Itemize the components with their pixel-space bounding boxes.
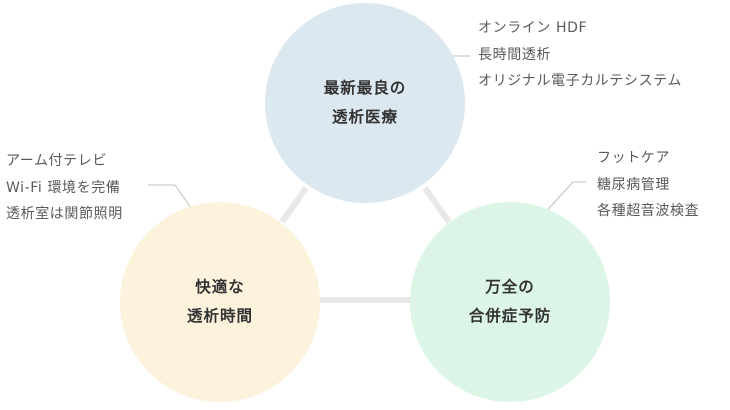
top-features-list: オンライン HDF 長時間透析 オリジナル電子カルテシステム: [478, 15, 682, 95]
right-features-list: フットケア 糖尿病管理 各種超音波検査: [597, 145, 699, 225]
connector-top-left: [279, 186, 309, 224]
circle-right-title-line-2: 合併症予防: [468, 307, 552, 325]
left-feature-1: アーム付テレビ: [6, 153, 107, 169]
circle-left-title-line-2: 透析時間: [186, 307, 253, 325]
top-feature-1: オンライン HDF: [478, 20, 588, 36]
circle-left: 快適な 透析時間: [120, 202, 320, 402]
right-feature-3: 各種超音波検査: [597, 203, 700, 219]
circle-left-title: 快適な 透析時間: [187, 273, 253, 331]
left-feature-3: 透析室は関節照明: [6, 206, 123, 222]
connector-top-right: [422, 186, 452, 224]
leader-line-right: [539, 181, 586, 219]
circle-top-title-line-2: 透析医療: [331, 108, 398, 126]
left-features-list: アーム付テレビ Wi-Fi 環境を完備 透析室は関節照明: [6, 148, 123, 228]
right-feature-2: 糖尿病管理: [597, 176, 670, 193]
circle-right: 万全の 合併症予防: [410, 202, 610, 402]
circle-top: 最新最良の 透析医療: [265, 3, 465, 203]
circle-top-title: 最新最良の 透析医療: [324, 74, 407, 132]
circle-top-title-line-1: 最新最良の: [323, 79, 407, 97]
circle-right-title-line-1: 万全の: [485, 278, 535, 296]
top-feature-2: 長時間透析: [478, 46, 551, 63]
circle-left-title-line-1: 快適な: [195, 278, 245, 296]
circle-right-title: 万全の 合併症予防: [469, 273, 552, 331]
top-feature-3: オリジナル電子カルテシステム: [478, 73, 682, 89]
left-feature-2: Wi-Fi 環境を完備: [6, 179, 121, 196]
right-feature-1: フットケア: [597, 150, 670, 166]
